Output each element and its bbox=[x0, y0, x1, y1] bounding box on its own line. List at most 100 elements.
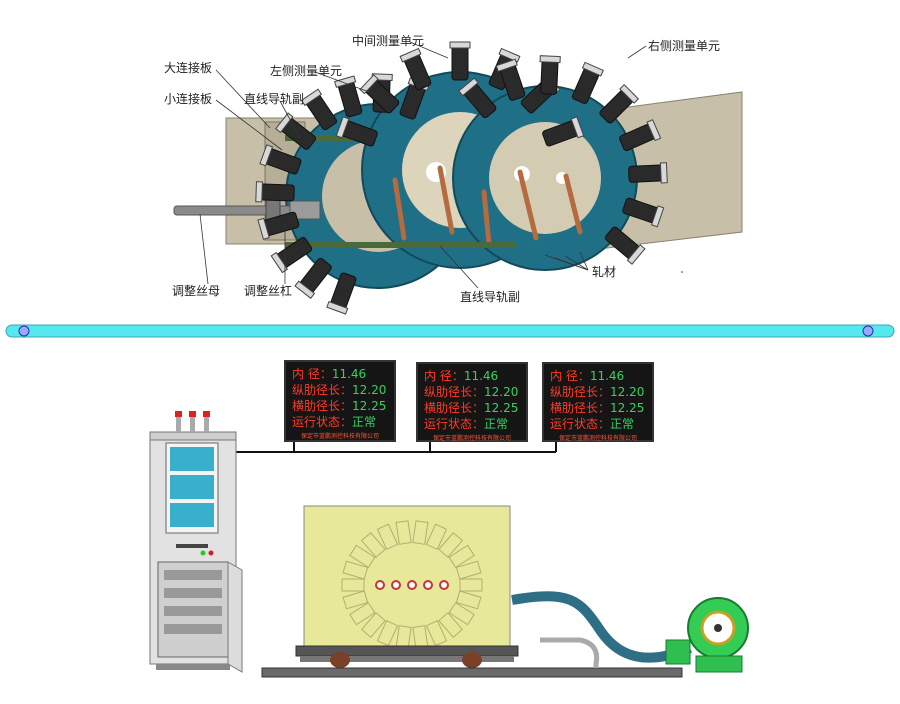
measurement-assembly bbox=[173, 41, 743, 315]
status-label: 运行状态： bbox=[550, 417, 611, 431]
frame-sensor-outline bbox=[455, 590, 482, 610]
camera-unit bbox=[539, 55, 561, 95]
camera-unit bbox=[458, 77, 497, 119]
measuring-frame bbox=[295, 505, 519, 668]
label-adjust-screw: 调整丝杠 bbox=[244, 284, 293, 298]
led-display-panel-2: 内 径：11.46 纵肋径长：12.20 横肋径长：12.25 运行状态：正常 … bbox=[416, 362, 528, 442]
longitudinal-rib-value: 12.20 bbox=[610, 385, 645, 399]
longitudinal-rib-value: 12.20 bbox=[352, 383, 387, 397]
frame-sensor-outline bbox=[360, 612, 386, 638]
longitudinal-rib-label: 纵肋径长： bbox=[550, 385, 611, 399]
camera-unit bbox=[257, 211, 300, 240]
led-display-panel-1: 内 径：11.46 纵肋径长：12.20 横肋径长：12.25 运行状态：正常 … bbox=[284, 360, 396, 442]
camera-unit bbox=[619, 119, 662, 152]
camera-unit bbox=[571, 61, 604, 104]
frame-sensor-outline bbox=[412, 520, 429, 545]
frame-sensor-outline bbox=[376, 523, 399, 550]
frame-sensor-outline bbox=[448, 544, 475, 569]
transverse-rib-value: 12.25 bbox=[484, 401, 519, 415]
transverse-rib-value: 12.25 bbox=[352, 399, 387, 413]
camera-unit bbox=[604, 226, 646, 265]
transverse-rib-label: 横肋径长： bbox=[424, 401, 485, 415]
frame-sensor-outline bbox=[438, 612, 464, 638]
status-value: 正常 bbox=[484, 417, 509, 431]
air-blower bbox=[665, 597, 749, 673]
status-label: 运行状态： bbox=[292, 415, 353, 429]
company-name: 保定市蓝鹏测控科技有限公司 bbox=[432, 435, 511, 442]
camera-unit bbox=[294, 257, 332, 299]
frame-sensor-outline bbox=[395, 520, 412, 545]
label-rolled-material: 轧材 bbox=[592, 265, 617, 279]
longitudinal-rib-label: 纵肋径长： bbox=[292, 383, 353, 397]
longitudinal-rib-value: 12.20 bbox=[484, 385, 519, 399]
status-value: 正常 bbox=[610, 417, 635, 431]
frame-sensor-outline bbox=[425, 620, 448, 647]
camera-unit bbox=[255, 181, 295, 203]
frame-sensor-outline bbox=[376, 620, 399, 647]
camera-unit bbox=[326, 272, 357, 315]
frame-sensor-outline bbox=[341, 578, 365, 592]
linear-guide-rail-bottom bbox=[285, 242, 515, 248]
frame-sensor-outline bbox=[459, 578, 483, 592]
camera-unit bbox=[335, 116, 378, 147]
status-label: 运行状态： bbox=[424, 417, 485, 431]
base-rail bbox=[261, 637, 683, 678]
label-rail-top: 直线导轨副 bbox=[244, 92, 305, 106]
frame-sensor-outline bbox=[448, 601, 475, 626]
label-rail-bottom: 直线导轨副 bbox=[460, 290, 521, 304]
transverse-rib-label: 横肋径长： bbox=[292, 399, 353, 413]
status-value: 正常 bbox=[352, 415, 377, 429]
frame-sensor-outline bbox=[360, 532, 386, 558]
air-hose bbox=[511, 591, 692, 663]
camera-unit bbox=[542, 116, 585, 147]
divider-bar bbox=[5, 324, 895, 338]
camera-unit bbox=[399, 47, 432, 91]
inner-diameter-value: 11.46 bbox=[463, 369, 499, 383]
frame-sensor-outline bbox=[342, 590, 369, 610]
frame-sensor-outline bbox=[455, 560, 482, 580]
linear-guide-rail-top bbox=[285, 135, 365, 141]
label-right-unit: 右侧测量单元 bbox=[648, 39, 721, 53]
inner-diameter-label: 内 径： bbox=[292, 367, 332, 381]
inner-diameter-value: 11.46 bbox=[331, 367, 367, 381]
control-cabinet bbox=[149, 431, 243, 673]
camera-unit bbox=[628, 162, 668, 184]
camera-group bbox=[255, 41, 668, 315]
transverse-rib-value: 12.25 bbox=[610, 401, 645, 415]
camera-unit bbox=[300, 88, 338, 131]
camera-unit bbox=[334, 75, 363, 118]
label-middle-unit: 中间测量单元 bbox=[352, 34, 425, 48]
stack-light bbox=[175, 411, 210, 432]
frame-sensor-outline bbox=[438, 532, 464, 558]
frame-sensor-outline bbox=[425, 523, 448, 550]
leader-lines bbox=[199, 41, 647, 289]
adjusting-screw bbox=[173, 205, 305, 216]
rolled-material-rods bbox=[392, 165, 583, 247]
inner-diameter-value: 11.46 bbox=[589, 369, 625, 383]
longitudinal-rib-label: 纵肋径长： bbox=[424, 385, 485, 399]
inner-diameter-label: 内 径： bbox=[424, 369, 464, 383]
label-left-unit: 左侧测量单元 bbox=[270, 64, 343, 78]
camera-unit bbox=[270, 236, 313, 274]
signal-wires bbox=[236, 440, 557, 453]
company-name: 保定市蓝鹏测控科技有限公司 bbox=[558, 435, 637, 442]
led-display-panel-3: 内 径：11.46 纵肋径长：12.20 横肋径长：12.25 运行状态：正常 … bbox=[542, 362, 654, 442]
label-big-plate: 大连接板 bbox=[164, 61, 213, 75]
camera-unit bbox=[622, 197, 665, 228]
camera-unit bbox=[259, 144, 302, 175]
frame-sensor-outline bbox=[349, 544, 376, 569]
label-adjust-nut: 调整丝母 bbox=[172, 284, 221, 298]
camera-unit bbox=[275, 112, 317, 150]
company-name: 保定市蓝鹏测控科技有限公司 bbox=[300, 433, 379, 440]
frame-sensor-outline bbox=[342, 560, 369, 580]
transverse-rib-label: 横肋径长： bbox=[550, 401, 611, 415]
inner-diameter-label: 内 径： bbox=[550, 369, 590, 383]
frame-sensor-outline bbox=[349, 601, 376, 626]
camera-unit bbox=[449, 41, 471, 81]
camera-unit bbox=[359, 74, 400, 114]
camera-unit bbox=[599, 83, 640, 124]
camera-unit bbox=[495, 58, 526, 101]
label-small-plate: 小连接板 bbox=[164, 92, 213, 106]
